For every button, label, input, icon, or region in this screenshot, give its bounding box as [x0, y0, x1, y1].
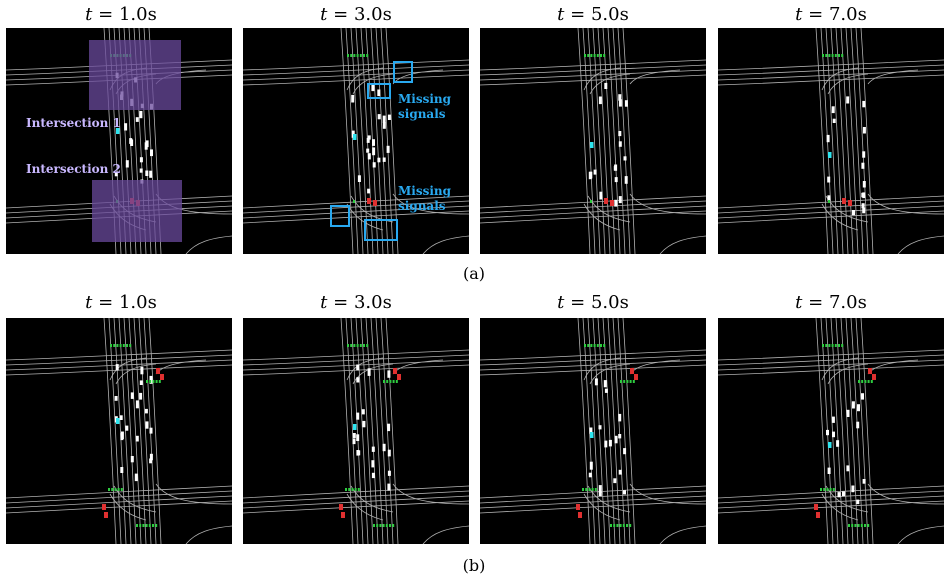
vehicles: [588, 378, 627, 497]
panel-title-b2: t = 3.0s: [320, 292, 392, 313]
missing-signal-box: [393, 61, 413, 83]
vehicles: [352, 364, 391, 491]
panel-title-a1: t = 1.0s: [85, 4, 157, 25]
missing-signal-box: [330, 205, 350, 227]
road-lanes: [718, 318, 944, 544]
vehicles: [114, 364, 153, 482]
missing-signals-label-lower: Missing signals: [398, 184, 452, 213]
traffic-signals: [822, 54, 852, 206]
intersection-2-region: [92, 180, 182, 242]
intersection-2-label: Intersection 2: [26, 162, 121, 176]
vehicles: [826, 96, 866, 216]
road-lanes: [243, 318, 469, 544]
vehicles: [351, 83, 391, 194]
ego-vehicle: [116, 128, 120, 134]
intersection-1-label: Intersection 1: [26, 116, 121, 130]
scene-panel-a1: [6, 28, 232, 254]
traffic-signals: [584, 54, 614, 206]
scene-panel-a4: [718, 28, 944, 254]
traffic-signals: [102, 344, 164, 527]
road-lanes: [718, 28, 944, 254]
ego-vehicle: [828, 152, 832, 158]
traffic-signals: [814, 344, 876, 527]
panel-title-b1: t = 1.0s: [85, 292, 157, 313]
vehicles: [588, 82, 628, 207]
traffic-signals: [339, 344, 401, 527]
row-caption-a: (a): [462, 264, 486, 283]
ego-vehicle: [590, 432, 594, 438]
scene-panel-a3: [480, 28, 706, 254]
scene-panel-b1: [6, 318, 232, 544]
traffic-signals: [347, 54, 377, 206]
vehicles: [826, 393, 866, 505]
road-lanes: [480, 318, 706, 544]
road-lanes: [480, 28, 706, 254]
road-lanes: [6, 318, 232, 544]
panel-title-a2: t = 3.0s: [320, 4, 392, 25]
scene-panel-b3: [480, 318, 706, 544]
ego-vehicle: [590, 142, 594, 148]
panel-title-b3: t = 5.0s: [557, 292, 629, 313]
ego-vehicle: [353, 134, 357, 140]
row-caption-b: (b): [462, 556, 486, 575]
panel-title-b4: t = 7.0s: [795, 292, 867, 313]
panel-title-a4: t = 7.0s: [795, 4, 867, 25]
missing-signal-box: [367, 83, 391, 99]
scene-panel-a2: [243, 28, 469, 254]
intersection-1-region: [89, 40, 181, 110]
missing-signal-box: [364, 219, 398, 241]
ego-vehicle: [353, 424, 357, 430]
panel-title-a3: t = 5.0s: [557, 4, 629, 25]
ego-vehicle: [116, 418, 120, 424]
road-lanes: [243, 28, 469, 254]
ego-vehicle: [828, 442, 832, 448]
missing-signals-label-upper: Missing signals: [398, 92, 452, 121]
scene-panel-b2: [243, 318, 469, 544]
traffic-signals: [576, 344, 638, 527]
scene-panel-b4: [718, 318, 944, 544]
